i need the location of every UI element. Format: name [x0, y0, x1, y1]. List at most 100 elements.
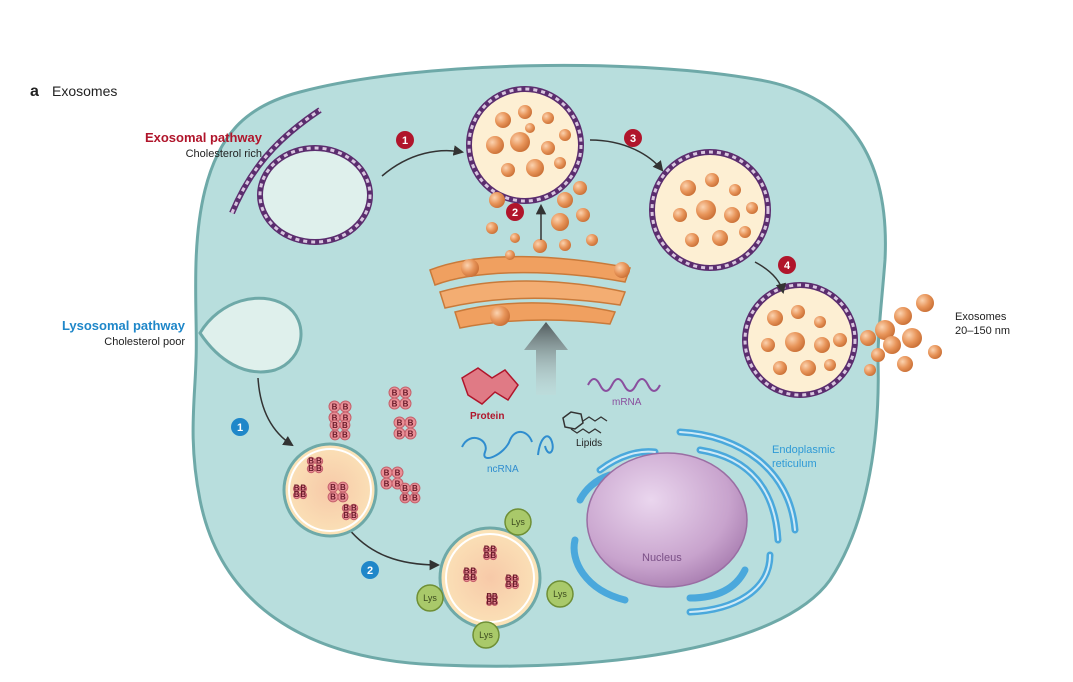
exosome-vesicle [680, 180, 696, 196]
b-protein-label: B [343, 403, 349, 412]
b-protein [409, 492, 421, 504]
svg-text:3: 3 [630, 133, 636, 145]
arrow-lys-step1 [257, 377, 294, 447]
svg-text:2: 2 [367, 565, 373, 577]
exosome-vesicle [573, 181, 587, 195]
lipids-label: Lipids [576, 438, 602, 449]
b-protein-label: B [308, 456, 314, 465]
b-protein-label: B [392, 400, 398, 409]
step-badge-exo-3: 3 [624, 129, 642, 147]
b-protein-label: B [408, 430, 414, 439]
exosome-vesicle [724, 207, 740, 223]
b-protein [491, 599, 498, 606]
b-protein-label: B [402, 494, 408, 503]
exosome-vesicle [541, 141, 555, 155]
exosome-vesicle [696, 200, 716, 220]
cargo-arrow [524, 322, 568, 395]
b-protein-label: B [486, 592, 492, 601]
exosome-vesicle [673, 208, 687, 222]
exosome-vesicle [916, 294, 934, 312]
b-protein [314, 464, 324, 474]
b-protein [511, 581, 520, 590]
b-protein-label: B [490, 545, 496, 554]
exosome-vesicle [773, 361, 787, 375]
b-protein-label: B [316, 456, 322, 465]
b-protein-label: B [506, 580, 512, 589]
b-protein-label: B [512, 580, 518, 589]
early-endosome [257, 145, 373, 245]
b-protein [299, 491, 308, 500]
exosome-vesicle [739, 226, 751, 238]
b-protein-label: B [403, 400, 409, 409]
exosome-vesicle [902, 328, 922, 348]
b-protein [339, 429, 351, 441]
lys-label: Lys [553, 589, 567, 599]
b-protein-label: B [402, 484, 408, 493]
exosome-vesicle [928, 345, 942, 359]
b-protein-label: B [343, 511, 349, 520]
protein-label: Protein [470, 411, 504, 422]
b-protein-label: B [351, 503, 357, 512]
lys-enzyme [546, 580, 574, 608]
b-protein-label: B [490, 551, 496, 560]
exosome-vesicle [814, 316, 826, 328]
mvb-right [649, 149, 771, 271]
b-protein-label: B [464, 567, 470, 576]
exosome-vesicle [814, 337, 830, 353]
b-protein-label: B [342, 421, 348, 430]
svg-text:2: 2 [512, 207, 518, 219]
b-protein-label: B [512, 574, 518, 583]
b-protein [399, 397, 412, 410]
exosome-vesicle [767, 310, 783, 326]
b-protein-label: B [294, 484, 300, 493]
exosome-vesicle [705, 173, 719, 187]
exosome-vesicle [510, 233, 520, 243]
exosome-vesicle [533, 239, 547, 253]
exosomal-pathway-label: Exosomal pathway [145, 130, 263, 145]
b-protein-label: B [332, 403, 338, 412]
panel-letter: a [30, 83, 39, 100]
b-protein-label: B [412, 484, 418, 493]
lys-enzyme [504, 508, 532, 536]
b-protein-label: B [412, 494, 418, 503]
golgi-apparatus [429, 255, 632, 329]
exosome-vesicle [586, 234, 598, 246]
b-protein-label: B [332, 421, 338, 430]
b-protein-label: B [340, 493, 346, 502]
exosome-vesicle [800, 360, 816, 376]
b-protein-label: B [294, 490, 300, 499]
lys-enzyme [416, 584, 444, 612]
arrow-step1 [381, 145, 465, 177]
step-badge-exo-2: 2 [506, 203, 524, 221]
b-protein-label: B [470, 573, 476, 582]
exosome-vesicle [510, 132, 530, 152]
b-protein-label: B [343, 503, 349, 512]
exosome-vesicle [559, 239, 571, 251]
exosome-vesicle [501, 163, 515, 177]
er-label-1: Endoplasmic [772, 444, 835, 456]
b-protein-label: B [332, 414, 338, 423]
lysosomal-pathway-label: Lysosomal pathway [62, 318, 186, 333]
exosome-vesicle [551, 213, 569, 231]
b-protein-label: B [395, 480, 401, 489]
exosome-vesicle [712, 230, 728, 246]
lipid-glyph [562, 411, 608, 434]
exosome-vesicle [542, 112, 554, 124]
b-protein [404, 427, 417, 440]
b-protein-label: B [397, 430, 403, 439]
exosome-vesicle [559, 129, 571, 141]
nucleus-label: Nucleus [642, 552, 682, 564]
exosome-vesicle [785, 332, 805, 352]
b-protein-label: B [330, 483, 336, 492]
released-exosomes [860, 294, 942, 376]
panel-title: Exosomes [52, 83, 117, 99]
b-protein-label: B [506, 574, 512, 583]
exosome-vesicle [489, 192, 505, 208]
b-protein-label: B [343, 414, 349, 423]
exosome-vesicle [791, 305, 805, 319]
nucleus [586, 452, 748, 588]
b-protein-label: B [395, 469, 401, 478]
exosome-vesicle [486, 136, 504, 154]
